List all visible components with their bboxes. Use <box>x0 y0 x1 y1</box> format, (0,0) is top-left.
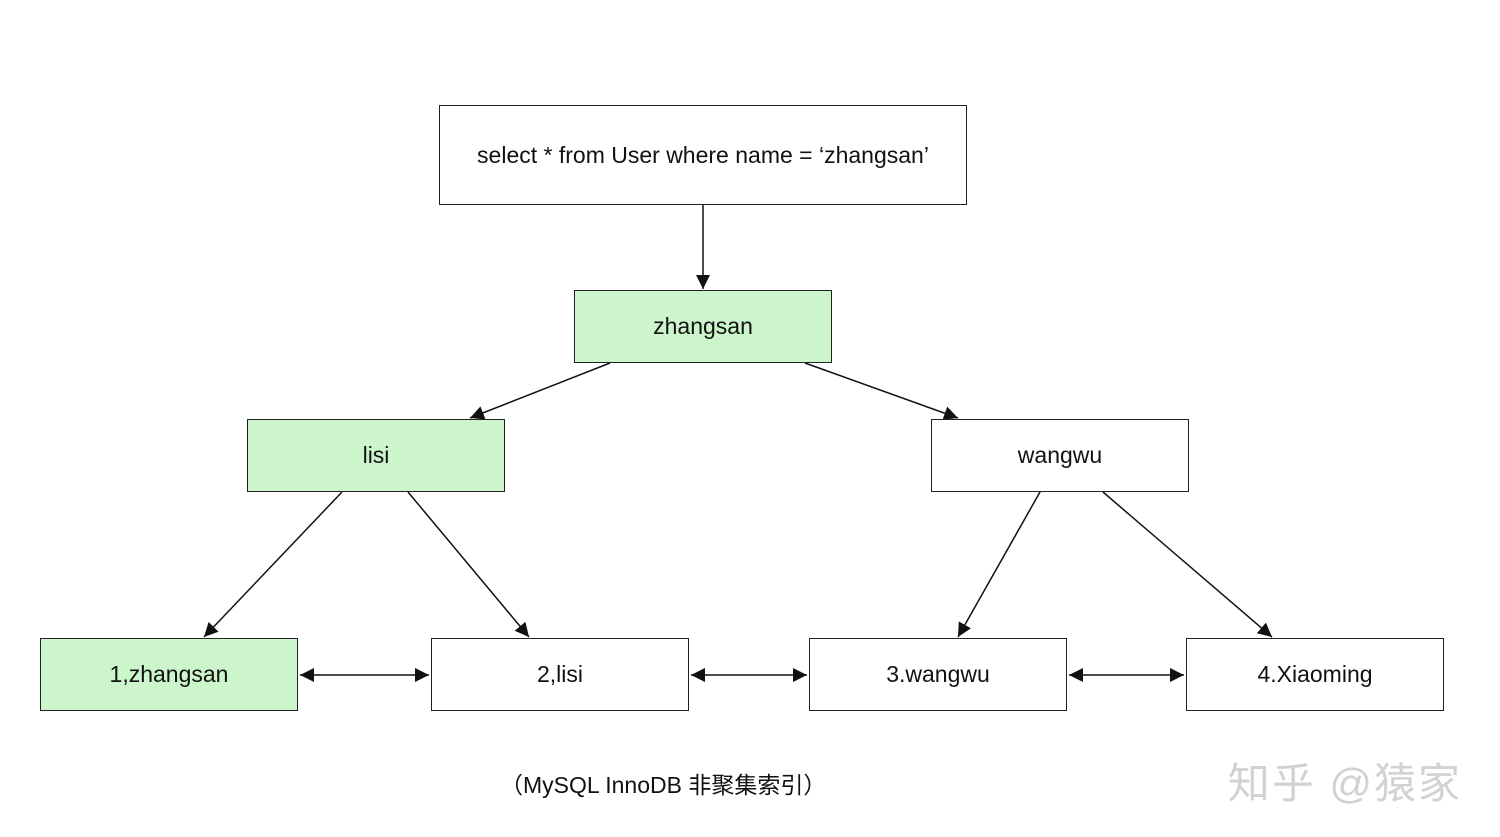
leaf-node-2: 2,lisi <box>431 638 689 711</box>
leaf-node-label: 4.Xiaoming <box>1257 661 1373 687</box>
edge-left-to-leaf-1 <box>203 491 343 638</box>
watermark: 知乎 @猿家 <box>1227 760 1462 807</box>
tree-node-right-label: wangwu <box>1017 442 1103 468</box>
query-text: select * from User where name = ‘zhangsa… <box>477 141 929 168</box>
leaf-node-label: 2,lisi <box>536 661 583 687</box>
edge-right-to-leaf-4 <box>1102 491 1273 638</box>
leaf-node-4: 4.Xiaoming <box>1186 638 1444 711</box>
tree-node-root: zhangsan <box>574 290 832 363</box>
edge-right-to-leaf-3 <box>957 491 1041 638</box>
tree-node-left: lisi <box>247 419 505 492</box>
edge-root-to-right <box>804 362 959 420</box>
edge-root-to-left <box>469 362 611 420</box>
tree-node-root-label: zhangsan <box>653 313 753 339</box>
tree-node-right: wangwu <box>931 419 1189 492</box>
leaf-node-label: 1,zhangsan <box>109 661 229 687</box>
leaf-node-label: 3.wangwu <box>886 661 990 687</box>
leaf-node-1: 1,zhangsan <box>40 638 298 711</box>
leaf-node-3: 3.wangwu <box>809 638 1067 711</box>
diagram-caption: （MySQL InnoDB 非聚集索引） <box>500 772 827 798</box>
tree-node-left-label: lisi <box>362 442 390 468</box>
edge-left-to-leaf-2 <box>407 491 530 638</box>
query-box: select * from User where name = ‘zhangsa… <box>439 105 967 205</box>
